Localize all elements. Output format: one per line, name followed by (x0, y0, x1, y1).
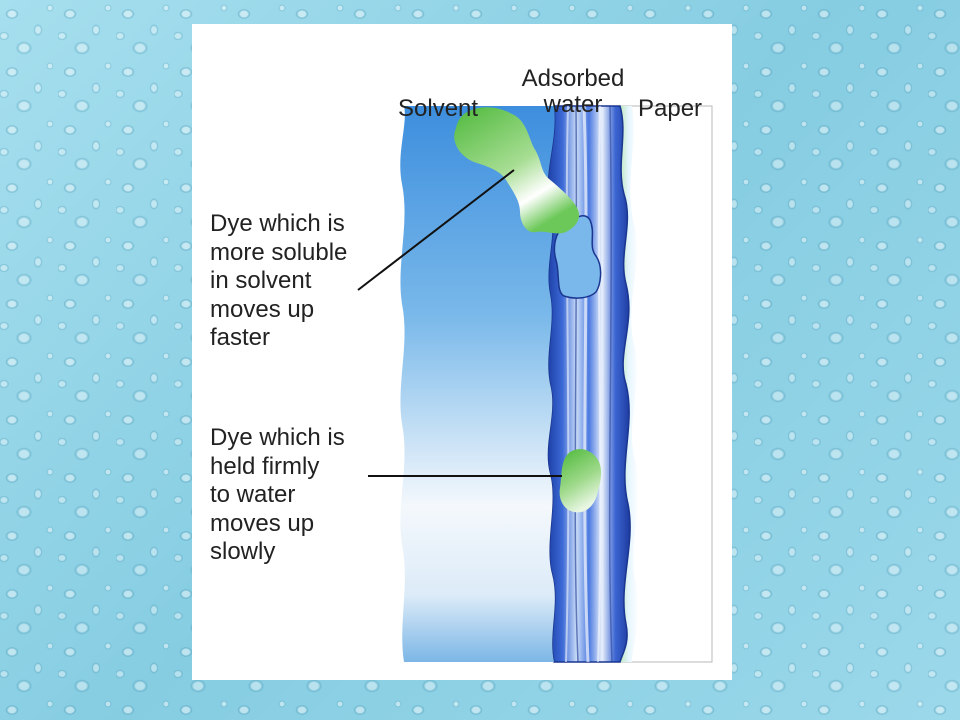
dye-held-label: Dye which is held firmly to water moves … (210, 424, 345, 565)
chromatography-diagram (357, 105, 713, 663)
solvent-label: Solvent (398, 95, 479, 122)
pointer-line-soluble (357, 169, 515, 291)
paper-label: Paper (638, 95, 703, 122)
dye-soluble (454, 107, 580, 234)
dye-held (559, 449, 602, 513)
diagram-panel: Solvent Adsorbed water Paper Dye which i… (192, 24, 732, 680)
dye-soluble-label: Dye which is more soluble in solvent mov… (210, 210, 348, 351)
solvent-column (400, 106, 555, 662)
water-pocket (553, 215, 602, 299)
adsorbed-water-label: Adsorbed water (521, 65, 625, 118)
